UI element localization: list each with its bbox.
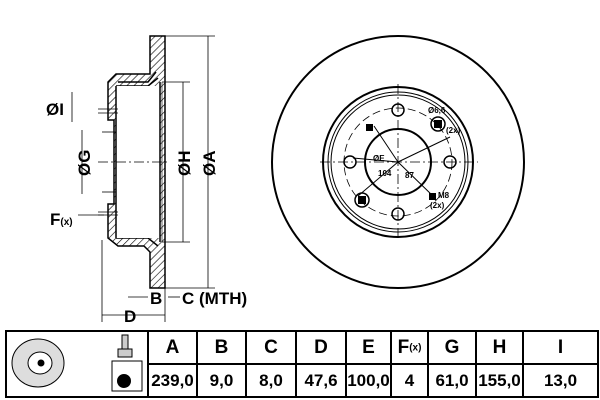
header-b: B: [196, 330, 247, 365]
dim-label-g: ØG: [75, 150, 94, 176]
header-i: I: [522, 330, 599, 365]
value-c: 8,0: [245, 363, 297, 398]
front-view: [271, 35, 525, 289]
hole-diameter-label: Ø6,6: [428, 106, 446, 115]
threaded-holes: [358, 120, 442, 204]
product-thumbnail-cell: [5, 330, 149, 398]
dimensions-table: A B C D E F(x) G H I 239,0 9,0 8,0 47,6 …: [5, 330, 599, 398]
value-i: 13,0: [522, 363, 599, 398]
value-g: 61,0: [427, 363, 477, 398]
thread-count-label: (2x): [430, 201, 445, 210]
header-d: D: [295, 330, 347, 365]
dim-label-e: ØE: [373, 154, 385, 163]
header-g: G: [427, 330, 477, 365]
header-h: H: [475, 330, 524, 365]
bolt-icon: [117, 334, 133, 358]
dim-label-a: ØA: [200, 151, 219, 177]
value-a: 239,0: [147, 363, 198, 398]
header-c: C: [245, 330, 297, 365]
dim-label-i: ØI: [46, 100, 64, 119]
technical-drawing: ØI ØG ØH ØA F(x) B C (MTH) D Ø6,6 (2x) Ø: [46, 35, 525, 326]
hole-count-label: (2x): [446, 126, 461, 135]
header-f: F(x): [390, 330, 429, 365]
dim-label-d: D: [124, 307, 136, 326]
value-f: 4: [390, 363, 429, 398]
dim-label-f: F(x): [50, 210, 73, 229]
header-a: A: [147, 330, 198, 365]
value-h: 155,0: [475, 363, 524, 398]
disc-thumbnail-icon: [11, 338, 65, 388]
dim-87-label: 87: [405, 171, 414, 180]
thread-label: M8: [438, 191, 450, 200]
side-section-view: [71, 35, 215, 322]
dim-label-h: ØH: [175, 151, 194, 177]
dim-label-c-mth: C (MTH): [182, 289, 247, 308]
header-e: E: [345, 330, 392, 365]
value-d: 47,6: [295, 363, 347, 398]
dim-104-label: 104: [378, 169, 392, 178]
value-b: 9,0: [196, 363, 247, 398]
value-e: 100,0: [345, 363, 392, 398]
dim-label-b: B: [150, 289, 162, 308]
disc-and-bolt-icons: [11, 334, 143, 392]
